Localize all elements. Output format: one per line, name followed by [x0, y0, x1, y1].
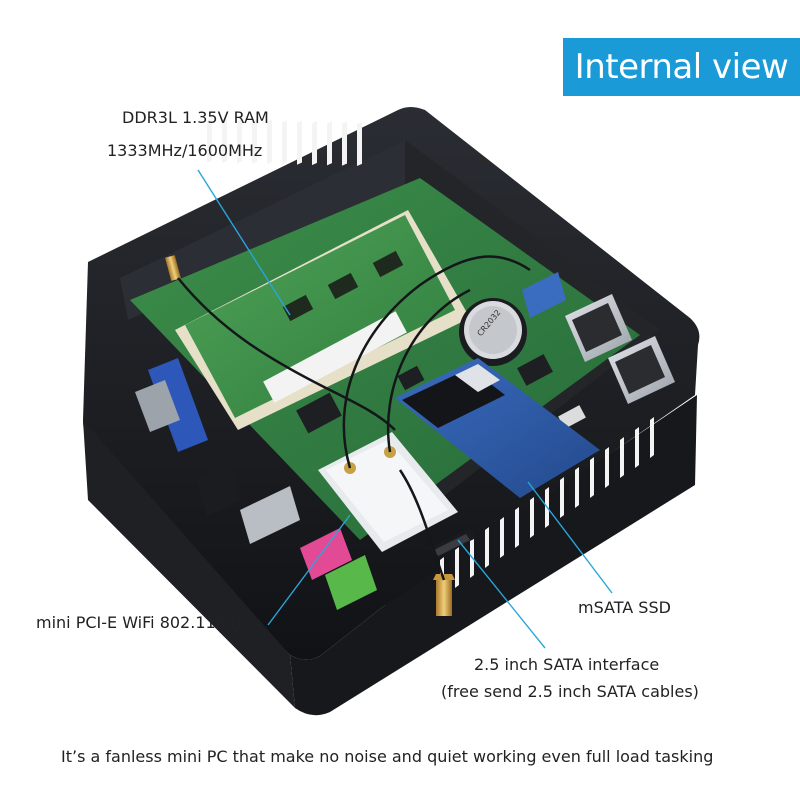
ram-callout-label-2: 1333MHz/1600MHz: [107, 139, 262, 163]
wifi-card: [318, 432, 458, 552]
sata-callout-line: [457, 539, 546, 649]
page-title: Internal view: [574, 47, 789, 87]
io-ports-left: [135, 358, 377, 610]
ram-callout-line2: 1333MHz/1600MHz: [107, 141, 263, 160]
caption: It’s a fanless mini PC that make no nois…: [61, 747, 714, 766]
msata-ssd: [395, 358, 600, 498]
wifi-callout-line: [267, 514, 351, 626]
callout-lines: [197, 169, 613, 649]
antenna-connectors: [165, 255, 455, 616]
cmos-battery: CR2032: [459, 298, 527, 366]
sata-callout-label-1: 2.5 inch SATA interface: [474, 655, 660, 674]
ram-callout-line1: DDR3L 1.35V RAM: [122, 108, 269, 127]
sata-callout-label-2: (free send 2.5 inch SATA cables): [441, 682, 699, 701]
wifi-callout-label: mini PCI-E WiFi 802.11b/g/n: [36, 613, 257, 632]
ssd-callout-label: mSATA SSD: [578, 598, 671, 617]
antenna-cables: [177, 255, 531, 581]
usb-ports: [522, 272, 675, 404]
ram-callout-line: [197, 169, 291, 316]
sata-connector: [430, 528, 476, 558]
ssd-callout-line: [527, 481, 613, 594]
title-badge: Internal view: [563, 38, 800, 96]
side-vents: [440, 417, 654, 598]
ram-module: [175, 210, 470, 430]
back-vents: [207, 118, 362, 167]
ram-callout-label: DDR3L 1.35V RAM: [122, 106, 269, 130]
